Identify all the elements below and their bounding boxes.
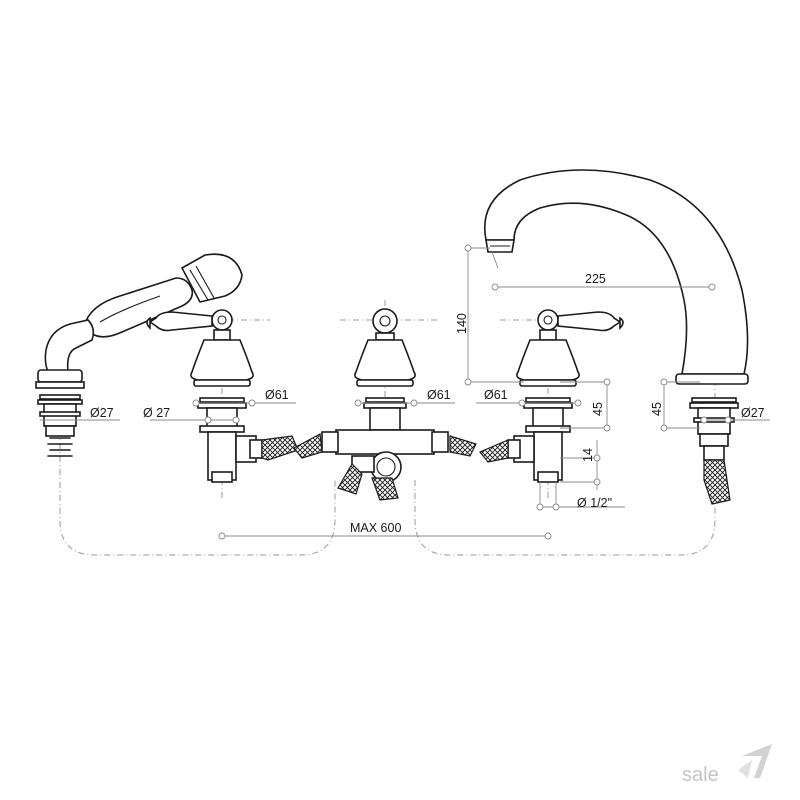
dim-spout-height: 140 [455, 313, 469, 334]
right-valve [479, 309, 624, 483]
dim-thread-size: Ø 1/2" [577, 496, 612, 510]
dimension-lines [40, 244, 770, 540]
brand-logo-text: sale [682, 764, 719, 786]
dim-hand-shower-diameter: Ø27 [90, 406, 114, 420]
dim-thread-length: 14 [581, 448, 595, 462]
right-valve-lever [557, 311, 622, 332]
dim-max-span: MAX 600 [350, 521, 401, 535]
dim-spout-reach: 225 [585, 272, 606, 286]
hand-shower-head [180, 253, 243, 303]
dim-diverter-escutcheon: Ø61 [427, 388, 451, 402]
hand-shower [35, 253, 243, 457]
hand-shower-handle [83, 277, 194, 338]
dim-spout-diameter: Ø27 [741, 406, 765, 420]
dimension-labels: Ø27 Ø 27 Ø61 Ø61 Ø61 45 140 225 45 Ø27 1… [90, 272, 765, 535]
dim-spout-base-height: 45 [650, 402, 664, 416]
dim-right-valve-height: 45 [591, 402, 605, 416]
dim-left-escutcheon: Ø61 [265, 388, 289, 402]
hand-shower-neck [44, 319, 95, 373]
brand-logo-mark [742, 744, 772, 778]
left-valve [146, 309, 299, 483]
hand-shower-hose [47, 437, 73, 457]
dim-left-valve-diameter: Ø 27 [143, 406, 170, 420]
dim-right-escutcheon: Ø61 [484, 388, 508, 402]
left-valve-lever [148, 311, 213, 332]
left-valve-bell [190, 339, 254, 381]
spout-body [484, 169, 749, 375]
diverter [293, 308, 477, 501]
brand-logo: sale [682, 744, 772, 786]
